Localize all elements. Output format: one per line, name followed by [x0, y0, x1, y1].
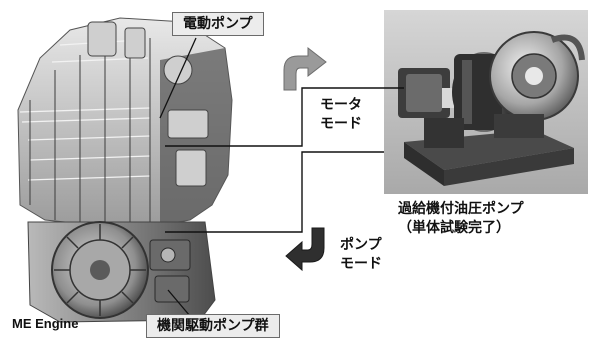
pump-mode-label: ポンプ モード	[340, 236, 382, 274]
motor-mode-line2: モード	[320, 116, 362, 132]
engine-driven-pumps-label: 機関駆動ポンプ群	[146, 314, 280, 338]
curved-arrow-down-left-icon	[285, 227, 325, 272]
turbo-pump-line2: （単体試験完了）	[398, 220, 510, 236]
curved-arrow-up-right-icon	[283, 46, 327, 91]
pump-mode-line2: モード	[340, 256, 382, 272]
motor-mode-line1: モータ	[320, 97, 362, 113]
pump-mode-line1: ポンプ	[340, 237, 382, 253]
motor-mode-label: モータ モード	[320, 96, 362, 134]
engine-name-caption: ME Engine	[12, 316, 78, 331]
electric-pump-text: 電動ポンプ	[183, 16, 253, 32]
turbo-pump-label: 過給機付油圧ポンプ （単体試験完了）	[398, 200, 524, 238]
electric-pump-label: 電動ポンプ	[172, 12, 264, 36]
turbo-pump-line1: 過給機付油圧ポンプ	[398, 201, 524, 217]
engine-driven-pumps-text: 機関駆動ポンプ群	[157, 318, 269, 334]
turbocharger-pump-image	[384, 10, 588, 194]
engine-name-text: ME Engine	[12, 316, 79, 331]
